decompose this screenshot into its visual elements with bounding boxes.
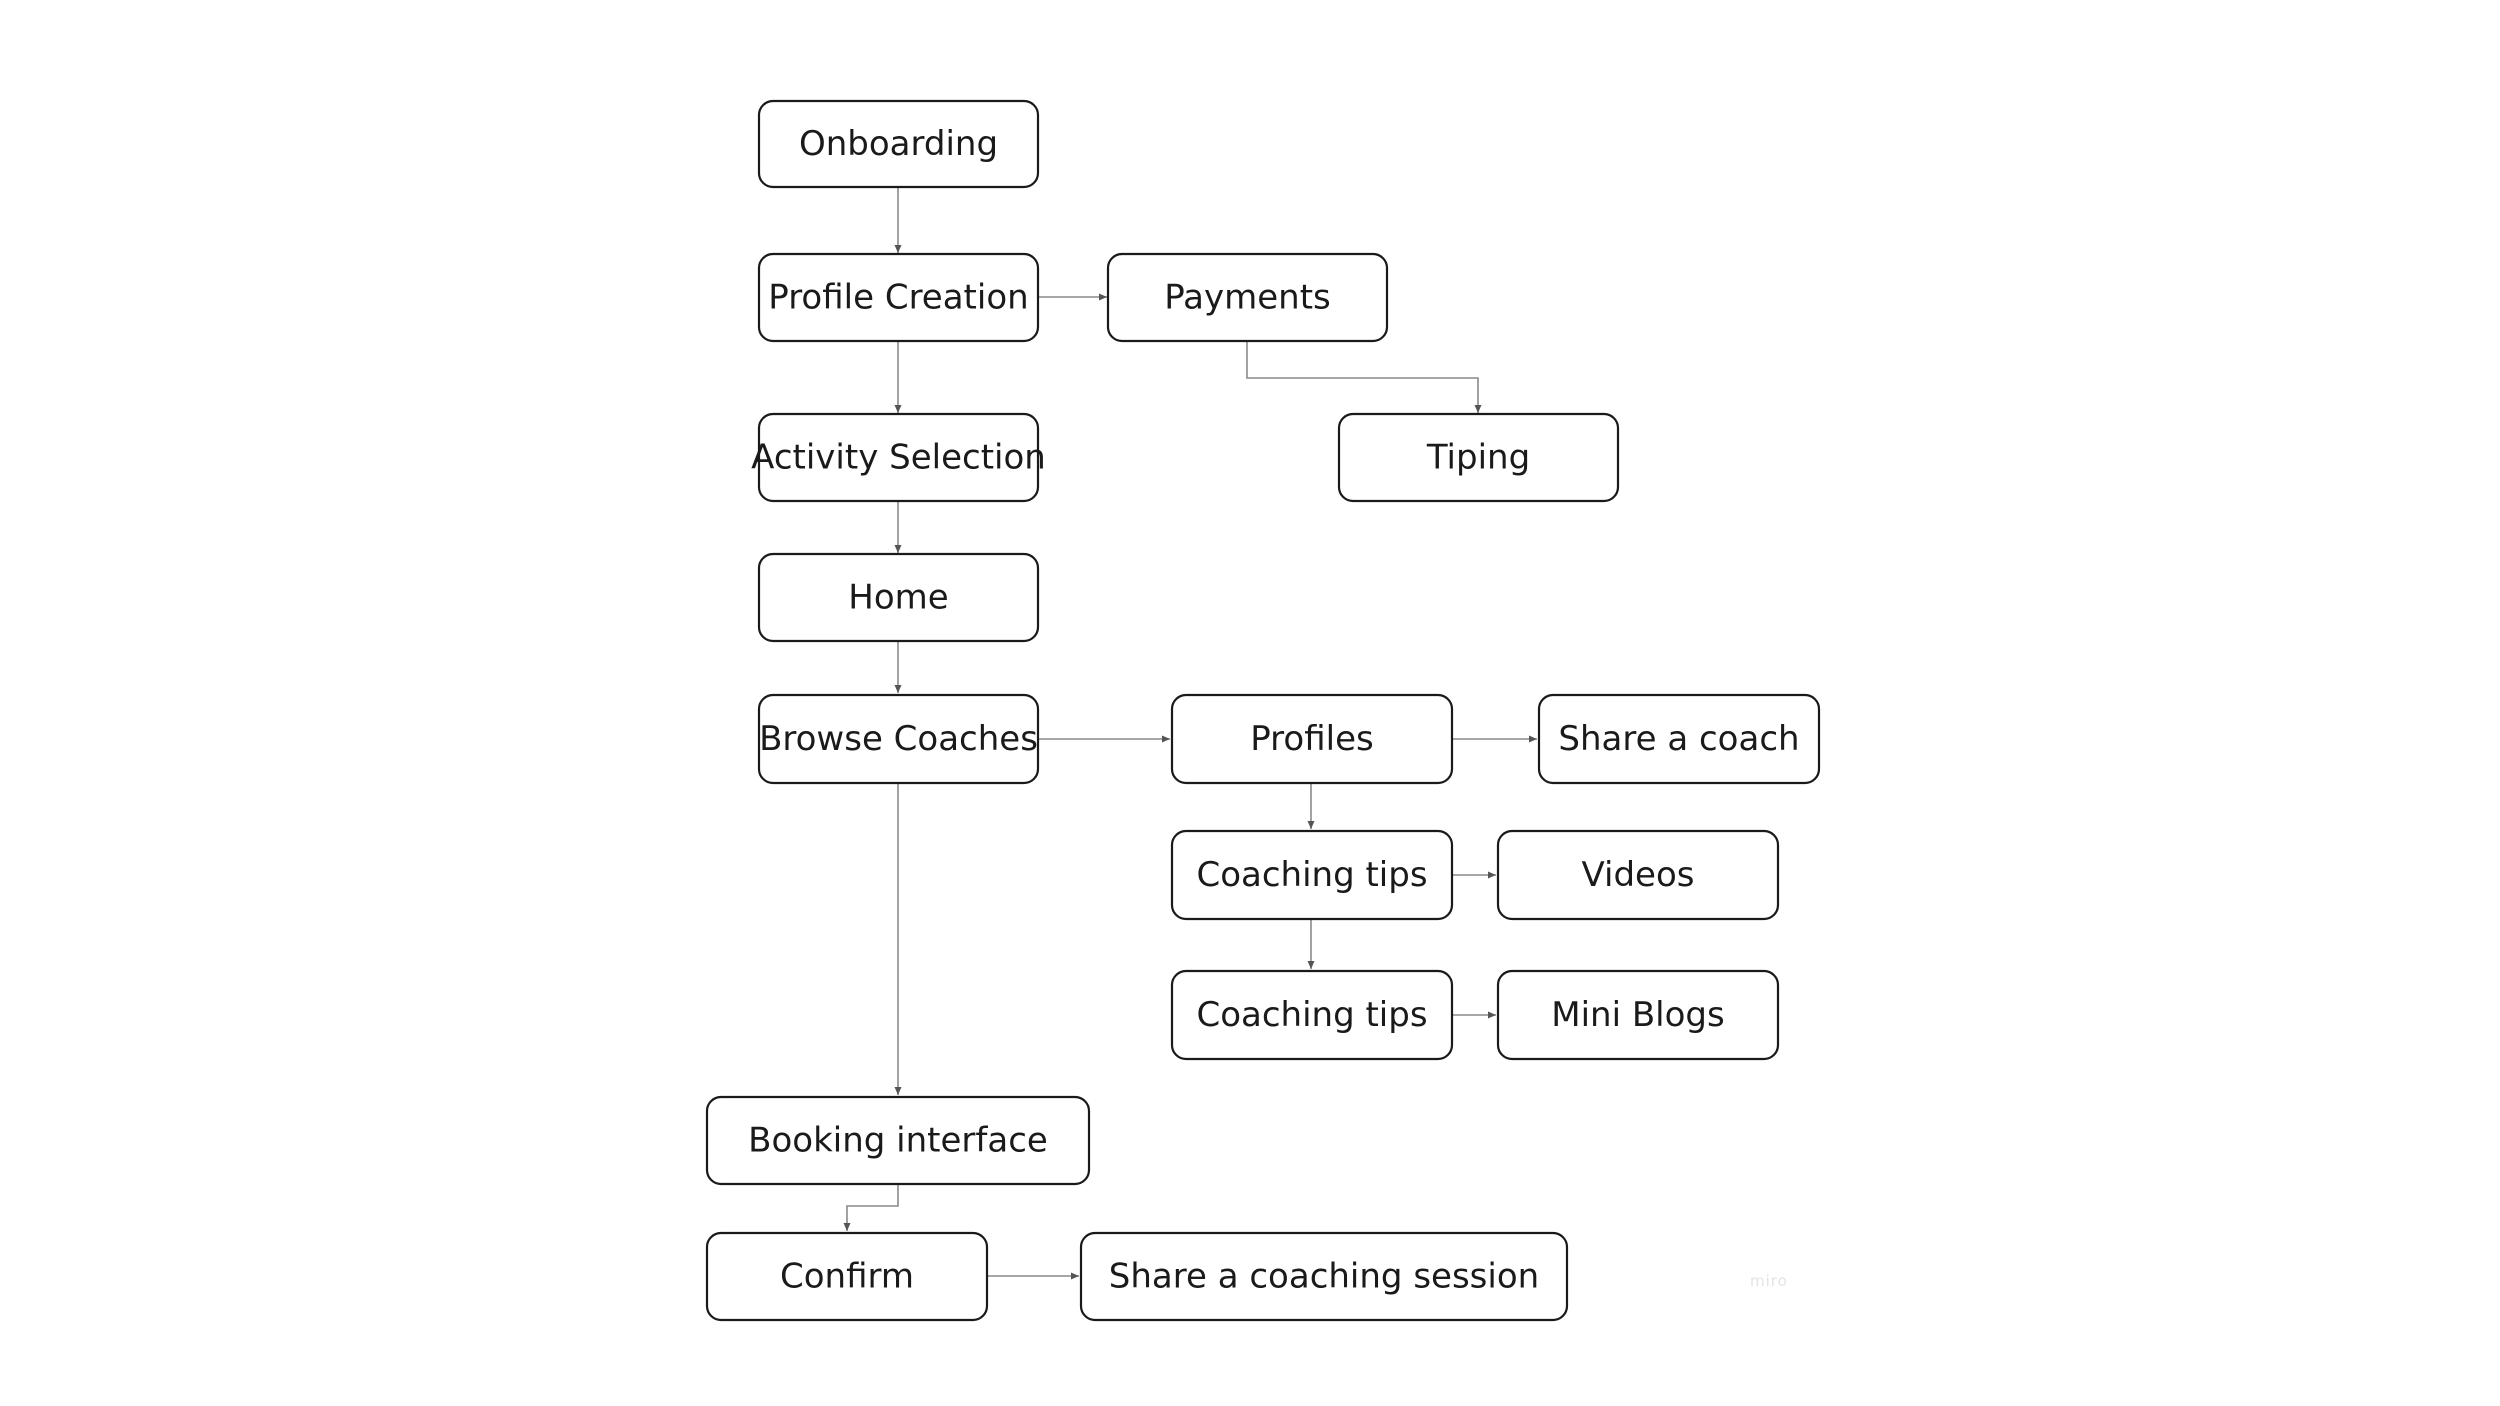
node-browse-coaches-label: Browse Coaches [759,719,1038,759]
node-booking-interface[interactable]: Booking interface [705,1095,1091,1186]
node-browse-coaches[interactable]: Browse Coaches [757,693,1040,785]
node-videos[interactable]: Videos [1496,829,1780,921]
node-onboarding-label: Onboarding [799,124,998,164]
node-coaching-tips-2-label: Coaching tips [1196,995,1427,1035]
node-profile-creation[interactable]: Profile Creation [757,252,1040,343]
node-videos-label: Videos [1582,855,1695,895]
node-profile-creation-label: Profile Creation [768,278,1028,318]
node-share-a-coaching-session-label: Share a coaching session [1109,1257,1539,1297]
node-tiping[interactable]: Tiping [1337,412,1620,503]
node-activity-selection-label: Activity Selection [751,438,1046,478]
node-booking-interface-label: Booking interface [748,1121,1048,1161]
node-share-a-coaching-session[interactable]: Share a coaching session [1079,1231,1569,1322]
node-home-label: Home [848,578,948,618]
node-profiles-label: Profiles [1250,719,1373,759]
node-share-a-coach[interactable]: Share a coach [1537,693,1821,785]
node-payments[interactable]: Payments [1106,252,1389,343]
node-confirm-label: Confirm [780,1257,914,1297]
node-mini-blogs[interactable]: Mini Blogs [1496,969,1780,1061]
node-coaching-tips-2[interactable]: Coaching tips [1170,969,1454,1061]
node-coaching-tips-1-label: Coaching tips [1196,855,1427,895]
node-onboarding[interactable]: Onboarding [757,99,1040,189]
node-confirm[interactable]: Confirm [705,1231,989,1322]
node-tiping-label: Tiping [1426,438,1530,478]
connector-payments-tiping [1246,341,1482,413]
node-share-a-coach-label: Share a coach [1558,719,1799,759]
node-home[interactable]: Home [757,552,1040,643]
connectors [843,187,1537,1280]
node-coaching-tips-1[interactable]: Coaching tips [1170,829,1454,921]
connector-booking-interface-confirm [843,1184,899,1231]
node-mini-blogs-label: Mini Blogs [1551,995,1724,1035]
node-profiles[interactable]: Profiles [1170,693,1454,785]
miro-watermark: miro [1750,1272,1788,1290]
node-activity-selection[interactable]: Activity Selection [751,412,1046,503]
node-payments-label: Payments [1164,278,1331,318]
